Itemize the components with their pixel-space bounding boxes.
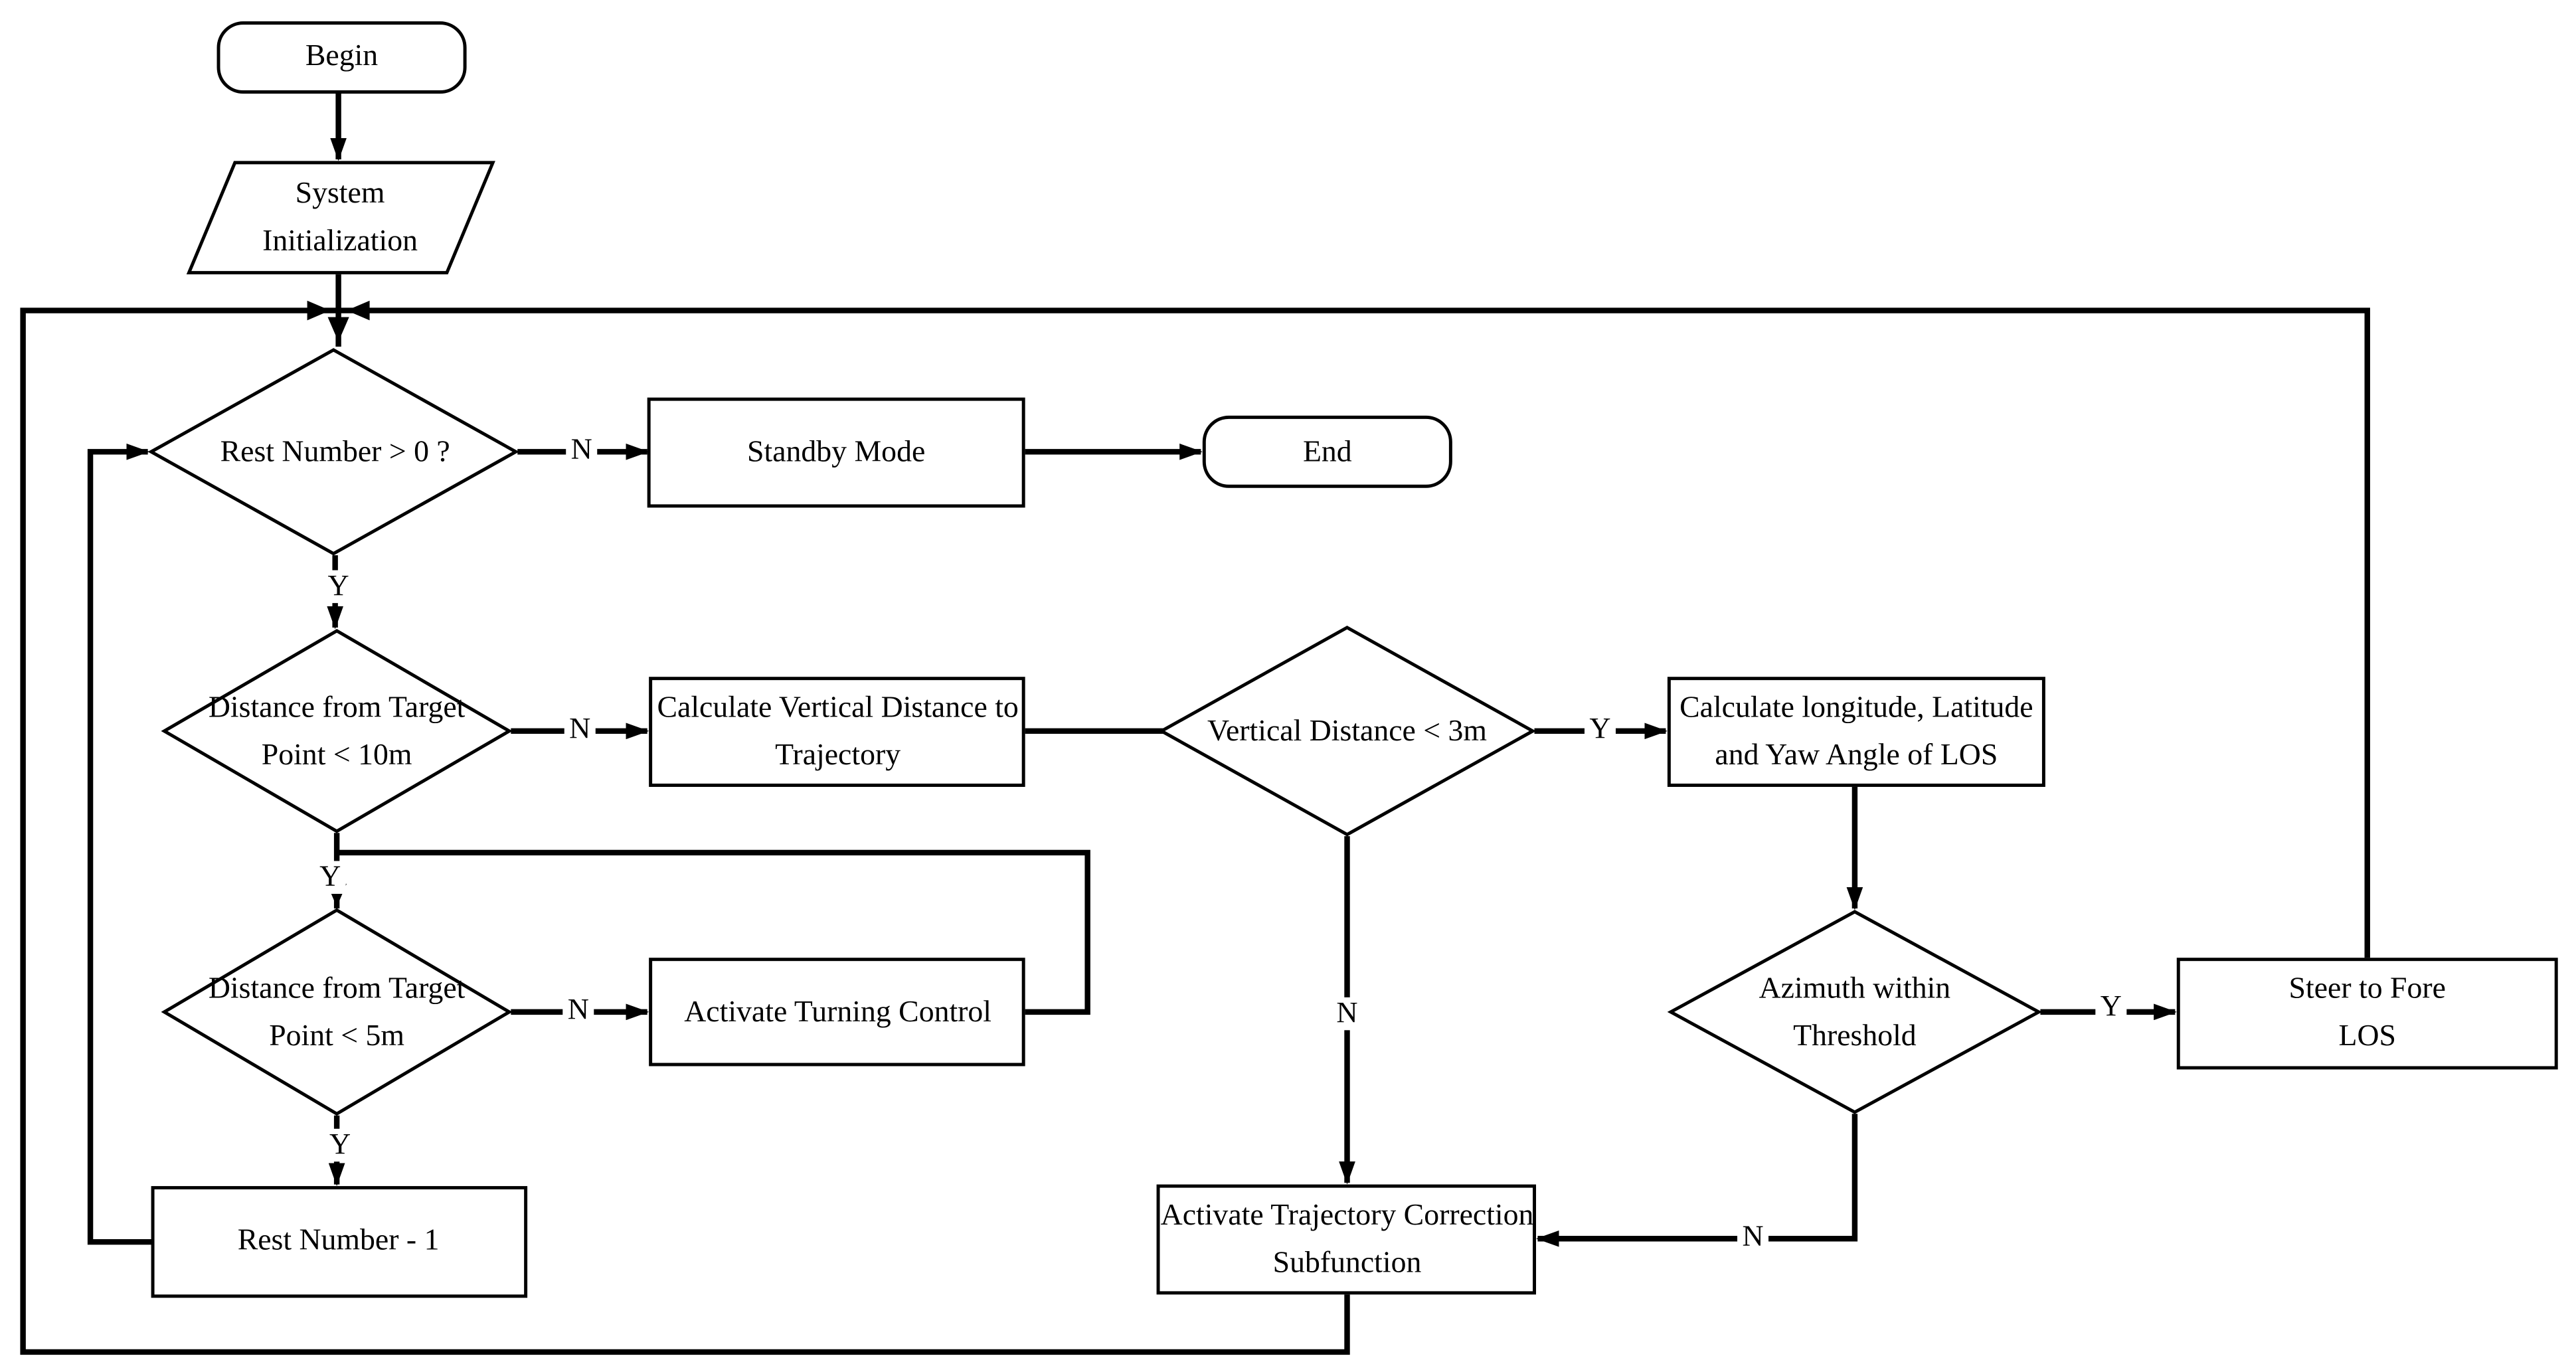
junction-arrow-down-icon bbox=[327, 317, 349, 342]
junction-arrow-right-icon bbox=[307, 300, 331, 321]
edge-return-loops bbox=[20, 307, 2370, 1355]
node-begin-shape bbox=[216, 21, 467, 94]
node-d5-shape bbox=[161, 908, 513, 1116]
edge-turning-loop bbox=[337, 849, 1090, 1015]
branch-d5-yes-label: Y bbox=[324, 1128, 356, 1161]
node-steer-shape bbox=[2176, 958, 2558, 1070]
branch-rest-yes-label: Y bbox=[323, 569, 355, 603]
junction-arrow-left-icon bbox=[346, 300, 370, 321]
node-turning-shape bbox=[649, 958, 1025, 1067]
branch-d3-yes-label: Y bbox=[1584, 712, 1616, 746]
branch-rest-no-label: N bbox=[566, 432, 598, 467]
branch-d5-no-label: N bbox=[562, 993, 594, 1027]
node-rest-shape bbox=[147, 348, 519, 556]
branch-azimuth-yes-label: Y bbox=[2095, 989, 2127, 1023]
branch-d10-no-label: N bbox=[564, 712, 596, 746]
branch-azimuth-no-label: N bbox=[1737, 1219, 1769, 1254]
node-d3-shape bbox=[1158, 626, 1537, 837]
edge-azimuth-trajcorr bbox=[1536, 1114, 1858, 1247]
node-trajcorr-shape bbox=[1156, 1184, 1537, 1295]
node-d10-shape bbox=[161, 629, 513, 833]
edge-restminus-rest bbox=[87, 443, 153, 1245]
node-azimuth-shape bbox=[1667, 910, 2043, 1114]
node-calclos-shape bbox=[1667, 677, 2045, 787]
node-sysinit-shape bbox=[186, 161, 495, 275]
branch-d10-yes-label: Y bbox=[314, 860, 346, 894]
node-end-shape bbox=[1202, 415, 1452, 488]
node-standby-shape bbox=[647, 397, 1025, 508]
node-calcvert-shape bbox=[649, 677, 1025, 787]
branch-d3-no-label: N bbox=[1331, 996, 1363, 1030]
node-restminus-shape bbox=[151, 1186, 528, 1298]
